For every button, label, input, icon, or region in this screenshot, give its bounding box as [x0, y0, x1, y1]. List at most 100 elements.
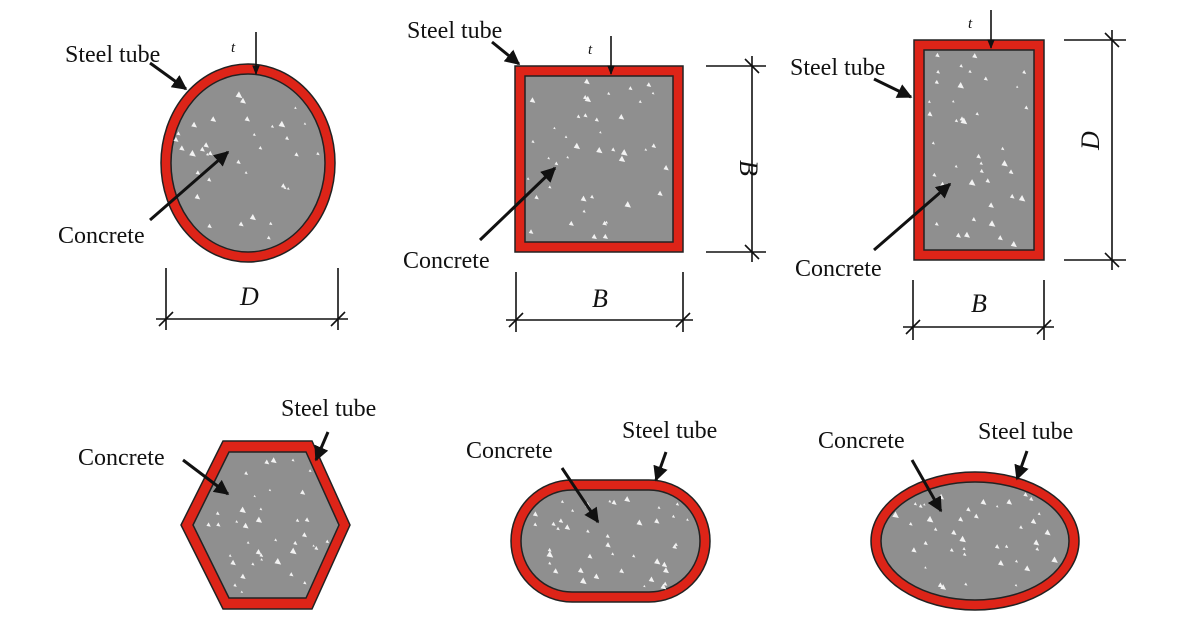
aggregate-speck: [242, 522, 249, 529]
aggregate-speck: [194, 193, 201, 200]
aggregate-speck: [971, 216, 977, 222]
aggregate-speck: [608, 499, 612, 503]
aggregate-speck: [951, 99, 955, 103]
aggregate-speck: [1001, 146, 1005, 151]
aggregate-speck: [179, 145, 185, 151]
aggregate-speck: [594, 117, 599, 122]
aggregate-speck: [654, 518, 660, 524]
aggregate-speck: [686, 518, 689, 521]
steel-tube-label: Steel tube: [790, 55, 885, 81]
concrete-arrow: [910, 459, 943, 513]
aggregate-speck: [252, 132, 256, 137]
aggregate-speck: [628, 86, 633, 91]
width-label: B: [592, 284, 608, 313]
aggregate-speck: [206, 522, 211, 527]
aggregate-speck: [583, 113, 588, 118]
aggregate-speck: [244, 116, 250, 122]
concrete-core-square: [524, 75, 674, 243]
aggregate-speck: [998, 559, 1004, 566]
aggregate-speck: [654, 558, 661, 565]
aggregate-speck: [949, 548, 954, 552]
aggregate-speck: [547, 547, 552, 552]
concrete-arrow: [149, 150, 230, 222]
aggregate-speck: [258, 145, 263, 150]
aggregate-speck: [235, 520, 239, 523]
aggregate-speck: [672, 544, 678, 549]
aggregate-speck: [997, 235, 1003, 241]
aggregate-speck: [923, 540, 928, 546]
aggregate-speck: [230, 559, 236, 566]
aggregate-speck: [591, 233, 597, 240]
aggregate-speck: [975, 111, 979, 116]
aggregate-speck: [244, 471, 249, 476]
diameter-label: D: [239, 282, 259, 311]
aggregate-speck: [1033, 539, 1040, 546]
depth-label: D: [1076, 131, 1105, 151]
concrete-core-obround: [520, 489, 701, 593]
aggregate-speck: [586, 529, 590, 533]
aggregate-speck: [173, 136, 179, 142]
steel-tube-label: Steel tube: [622, 418, 717, 444]
aggregate-speck: [607, 91, 611, 95]
aggregate-speck: [580, 195, 587, 202]
aggregate-speck: [547, 156, 550, 160]
aggregate-speck: [1009, 193, 1015, 199]
aggregate-speck: [285, 136, 290, 141]
aggregate-speck: [303, 122, 307, 125]
aggregate-speck: [235, 91, 243, 99]
aggregate-speck: [526, 177, 530, 180]
aggregate-speck: [189, 149, 196, 157]
diameter-dimension: D: [156, 268, 348, 330]
steel-tube-label: Steel tube: [65, 42, 160, 68]
rectangular-section: Steel tube Concrete t D B: [790, 10, 1126, 340]
aggregate-speck: [927, 100, 931, 104]
aggregate-speck: [195, 170, 201, 175]
aggregate-speck: [200, 146, 205, 152]
aggregate-speck: [593, 573, 600, 580]
aggregate-speck: [286, 187, 290, 190]
aggregate-speck: [1010, 240, 1017, 248]
aggregate-speck: [663, 567, 669, 574]
concrete-label: Concrete: [818, 428, 905, 454]
aggregate-speck: [924, 566, 927, 569]
aggregate-speck: [968, 69, 972, 74]
aggregate-speck: [556, 526, 560, 531]
aggregate-speck: [291, 458, 295, 462]
aggregate-speck: [303, 580, 307, 585]
aggregate-speck: [253, 494, 256, 498]
aggregate-speck: [558, 518, 564, 523]
aggregate-speck: [1029, 496, 1034, 501]
aggregate-speck: [239, 506, 246, 513]
aggregate-speck: [528, 229, 534, 234]
aggregate-speck: [646, 82, 652, 87]
elliptical-section: Steel tube Concrete: [818, 419, 1080, 611]
aggregate-speck: [1037, 512, 1041, 516]
aggregate-speck: [892, 511, 899, 519]
aggregate-speck: [246, 541, 250, 544]
height-dimension: B: [706, 56, 766, 262]
aggregate-speck: [238, 221, 244, 227]
aggregate-speck: [602, 233, 608, 240]
aggregate-speck: [660, 583, 667, 590]
aggregate-speck: [294, 152, 299, 157]
aggregate-speck: [979, 161, 983, 165]
aggregate-speck: [566, 155, 570, 159]
aggregate-speck: [531, 139, 535, 144]
aggregate-speck: [1024, 565, 1031, 572]
aggregate-speck: [249, 214, 256, 221]
aggregate-speck: [1051, 556, 1058, 563]
thickness-dimension: t: [588, 36, 615, 75]
aggregate-speck: [584, 78, 590, 85]
aggregate-speck: [937, 582, 944, 588]
aggregate-speck: [933, 527, 938, 531]
aggregate-speck: [911, 547, 917, 553]
thickness-dimension: t: [231, 32, 260, 75]
aggregate-speck: [979, 168, 984, 173]
aggregate-speck: [571, 508, 575, 512]
aggregate-speck: [529, 97, 536, 103]
aggregate-speck: [624, 201, 632, 208]
aggregate-speck: [936, 69, 941, 74]
aggregate-speck: [1004, 544, 1009, 549]
aggregate-speck: [618, 155, 626, 163]
width-label: B: [971, 289, 987, 318]
